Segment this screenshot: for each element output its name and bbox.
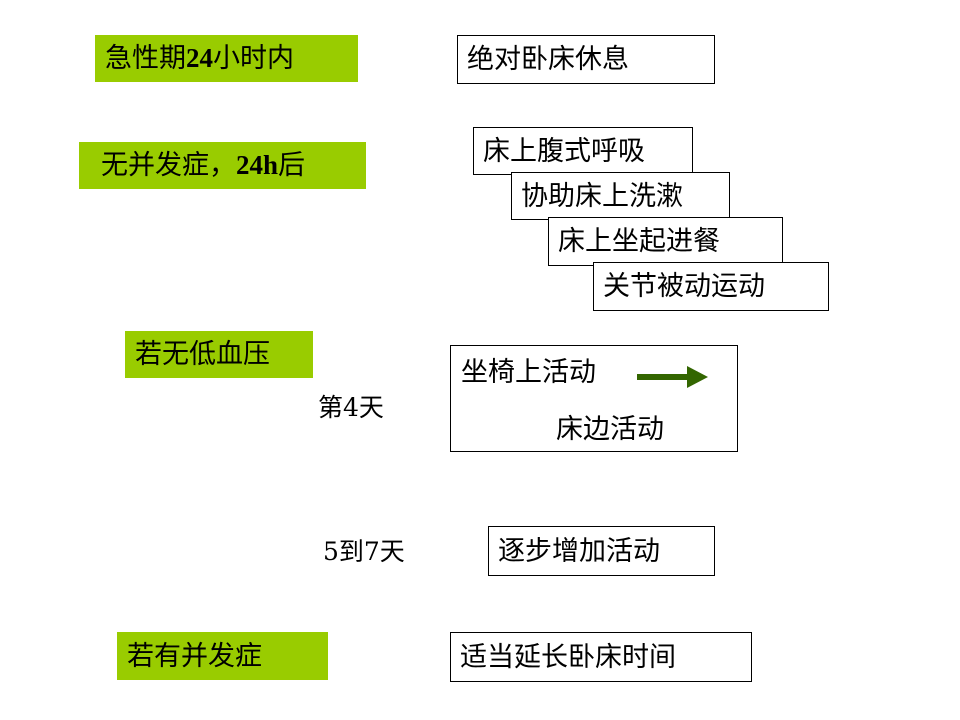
condition-acute-num: 24	[186, 43, 213, 73]
action-bed-rest-label: 绝对卧床休息	[467, 44, 629, 75]
condition-no-hypotension-label: 若无低血压	[135, 339, 270, 370]
day-5-7-label: 5到7天	[323, 537, 405, 566]
action-extend-bed-rest: 适当延长卧床时间	[450, 632, 752, 682]
action-assisted-washing-label: 协助床上洗漱	[521, 180, 683, 212]
action-bedside-activity-label: 床边活动	[556, 414, 664, 445]
action-extend-bed-rest-label: 适当延长卧床时间	[460, 641, 676, 673]
action-sit-eat-label: 床上坐起进餐	[558, 226, 720, 257]
action-abdominal-breathing: 床上腹式呼吸	[473, 127, 693, 175]
condition-no-comp-num: 24h	[236, 150, 279, 180]
action-gradual-increase-label: 逐步增加活动	[498, 535, 660, 567]
action-chair-bedside: 坐椅上活动 床边活动	[450, 345, 738, 452]
condition-acute-suffix: 小时内	[213, 43, 294, 74]
condition-no-comp-prefix: 无并发症，	[101, 150, 236, 181]
action-gradual-increase: 逐步增加活动	[488, 526, 715, 576]
condition-no-comp-suffix: 后	[278, 150, 306, 181]
condition-with-complication: 若有并发症	[117, 632, 328, 680]
condition-with-comp-label: 若有并发症	[127, 640, 262, 672]
action-chair-activity-label: 坐椅上活动	[461, 357, 596, 388]
action-passive-joint: 关节被动运动	[593, 262, 829, 311]
action-abdominal-breathing-label: 床上腹式呼吸	[483, 135, 645, 167]
day-4-label: 第4天	[318, 393, 384, 422]
action-sit-eat: 床上坐起进餐	[548, 217, 783, 266]
action-bed-rest: 绝对卧床休息	[457, 35, 715, 84]
condition-no-hypotension: 若无低血压	[125, 331, 313, 378]
action-passive-joint-label: 关节被动运动	[603, 271, 765, 302]
arrow-right-icon	[637, 366, 708, 388]
action-assisted-washing: 协助床上洗漱	[511, 172, 730, 220]
condition-acute-prefix: 急性期	[105, 43, 186, 74]
